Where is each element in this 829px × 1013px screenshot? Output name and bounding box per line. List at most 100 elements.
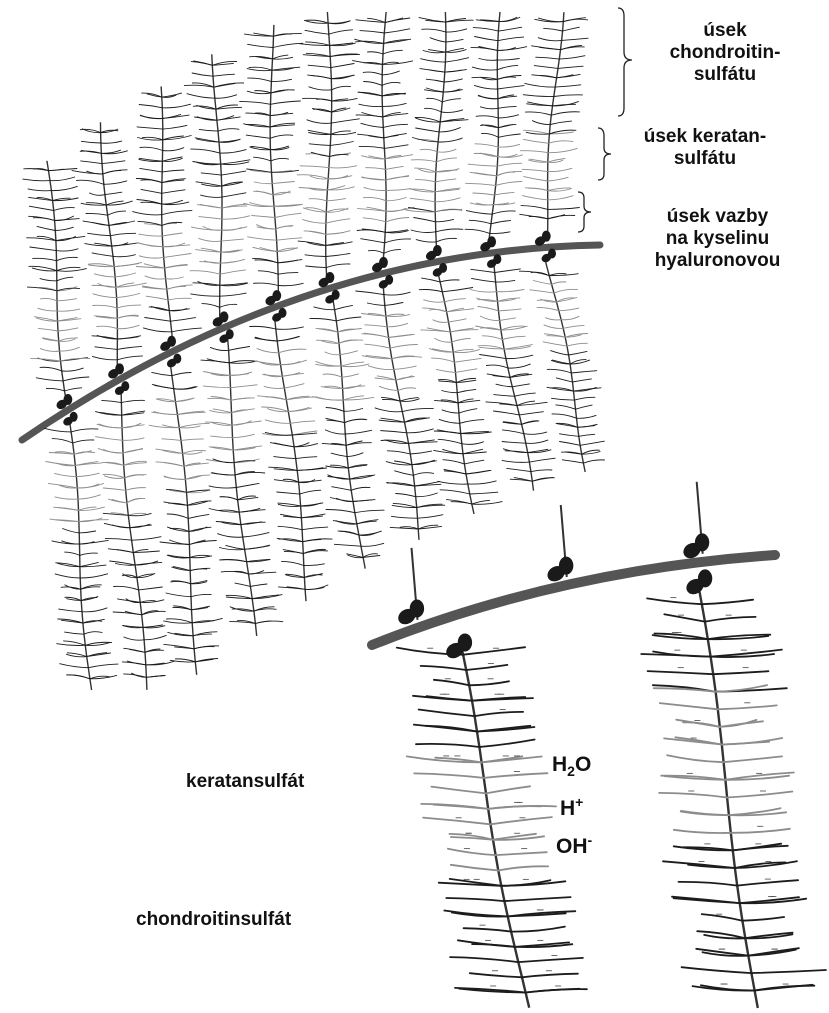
keratan-chain [546, 318, 562, 320]
keratan-chain [423, 818, 490, 825]
chondroitin-chain [212, 473, 235, 475]
keratan-chain [139, 234, 163, 236]
label-line: úsek vazby [620, 206, 815, 228]
chondroitin-chain [152, 384, 173, 388]
chondroitin-chain [145, 650, 164, 652]
keratan-chain [139, 256, 164, 258]
chondroitin-chain [363, 72, 382, 75]
keratan-chain [248, 237, 277, 240]
keratan-chain [116, 283, 146, 287]
keratan-chain [323, 374, 342, 377]
keratan-chain [473, 193, 495, 195]
label-line: na kyselinu [620, 228, 815, 250]
chondroitinsulfate-label: chondroitinsulfát [136, 909, 291, 931]
link-protein [695, 533, 709, 551]
keratan-chain [275, 213, 301, 217]
chondroitin-chain [442, 99, 460, 102]
label-line: úsek [640, 20, 810, 42]
link-protein [439, 263, 447, 273]
chondroitin-chain [385, 18, 403, 23]
keratan-chain [529, 188, 548, 190]
keratan-chain [448, 849, 496, 855]
chondroitin-chain [422, 29, 446, 32]
chondroitin-chain [416, 493, 438, 497]
chondroitin-chain [277, 336, 299, 341]
chondroitin-chain [475, 37, 498, 41]
chondroitin-chain [512, 384, 529, 387]
link-protein [332, 290, 340, 300]
chondroitin-chain [430, 38, 446, 42]
keratan-chain [365, 344, 390, 348]
chondroitin-chain [274, 443, 294, 447]
chondroitin-chain [220, 304, 237, 307]
chondroitin-chain [735, 861, 797, 868]
chondroitin-chain [278, 273, 298, 275]
chondroitin-chain [402, 408, 433, 411]
keratan-chain [38, 328, 58, 331]
chondroitin-chain [109, 221, 135, 225]
keratan-chain [40, 298, 57, 300]
chondroitin-chain [418, 515, 443, 519]
chondroitin-chain [465, 229, 490, 233]
chondroitin-chain [332, 487, 352, 491]
chondroitin-chain [571, 371, 596, 373]
keratan-chain [328, 176, 352, 179]
keratansulfate-label: keratansulfát [186, 771, 304, 793]
keratan-chain [281, 360, 307, 364]
chondroitin-chain [314, 307, 335, 310]
aggregate-overview [22, 12, 605, 690]
chondroitin-chain [558, 66, 583, 68]
chondroitin-chain [221, 160, 250, 164]
chondroitin-chain [274, 457, 296, 459]
keratan-chain [424, 300, 445, 302]
chondroitin-chain [384, 145, 408, 149]
keratan-chain [432, 358, 455, 362]
keratan-chain [497, 290, 525, 292]
link-protein [458, 633, 472, 651]
chondroitin-chain [421, 59, 446, 62]
chondroitin-chain [327, 420, 345, 422]
chondroitin-chain [446, 39, 463, 42]
chondroitin-chain [92, 356, 117, 359]
keratan-chain [433, 320, 449, 323]
region-braces [578, 8, 632, 232]
chondroitin-chain [243, 533, 269, 537]
chondroitin-chain [534, 66, 558, 69]
chondroitin-chain [56, 236, 85, 240]
keratan-chain [718, 705, 777, 709]
keratan-chain [232, 409, 255, 413]
keratan-chain [420, 149, 437, 151]
keratan-chain [552, 282, 566, 284]
chondroitin-chain [300, 490, 321, 494]
chondroitin-chain [336, 317, 361, 321]
keratan-chain [470, 172, 497, 176]
keratan-chain [364, 187, 386, 190]
keratan-chain [544, 325, 563, 329]
keratan-chain [233, 434, 255, 437]
chondroitin-chain [475, 712, 523, 716]
chondroitin-chain [28, 189, 51, 191]
chondroitin-chain [421, 666, 467, 670]
keratan-chain [38, 308, 57, 311]
chondroitin-chain [548, 208, 580, 210]
chondroitin-chain [641, 654, 710, 657]
chondroitin-chain [480, 107, 498, 109]
chondroitin-chain [245, 546, 269, 550]
keratan-chain [284, 384, 304, 388]
chondroitin-chain [496, 384, 512, 387]
chondroitin-chain [105, 192, 122, 194]
chondroitin-chain [450, 957, 518, 962]
chondroitin-chain [383, 50, 402, 54]
keratan-chain [326, 219, 350, 223]
chondroitin-chain [368, 52, 384, 54]
chondroitin-chain [222, 193, 246, 197]
chondroitin-chain [282, 561, 304, 565]
chondroitin-chain [332, 86, 351, 90]
chondroitin-chain [446, 29, 467, 32]
keratan-chain [488, 806, 541, 809]
keratan-chain [543, 342, 567, 346]
chondroitin-chain [429, 50, 446, 53]
chondroitin-chain [663, 861, 735, 868]
keratan-chain [389, 335, 413, 338]
chondroitin-chain [511, 927, 565, 932]
